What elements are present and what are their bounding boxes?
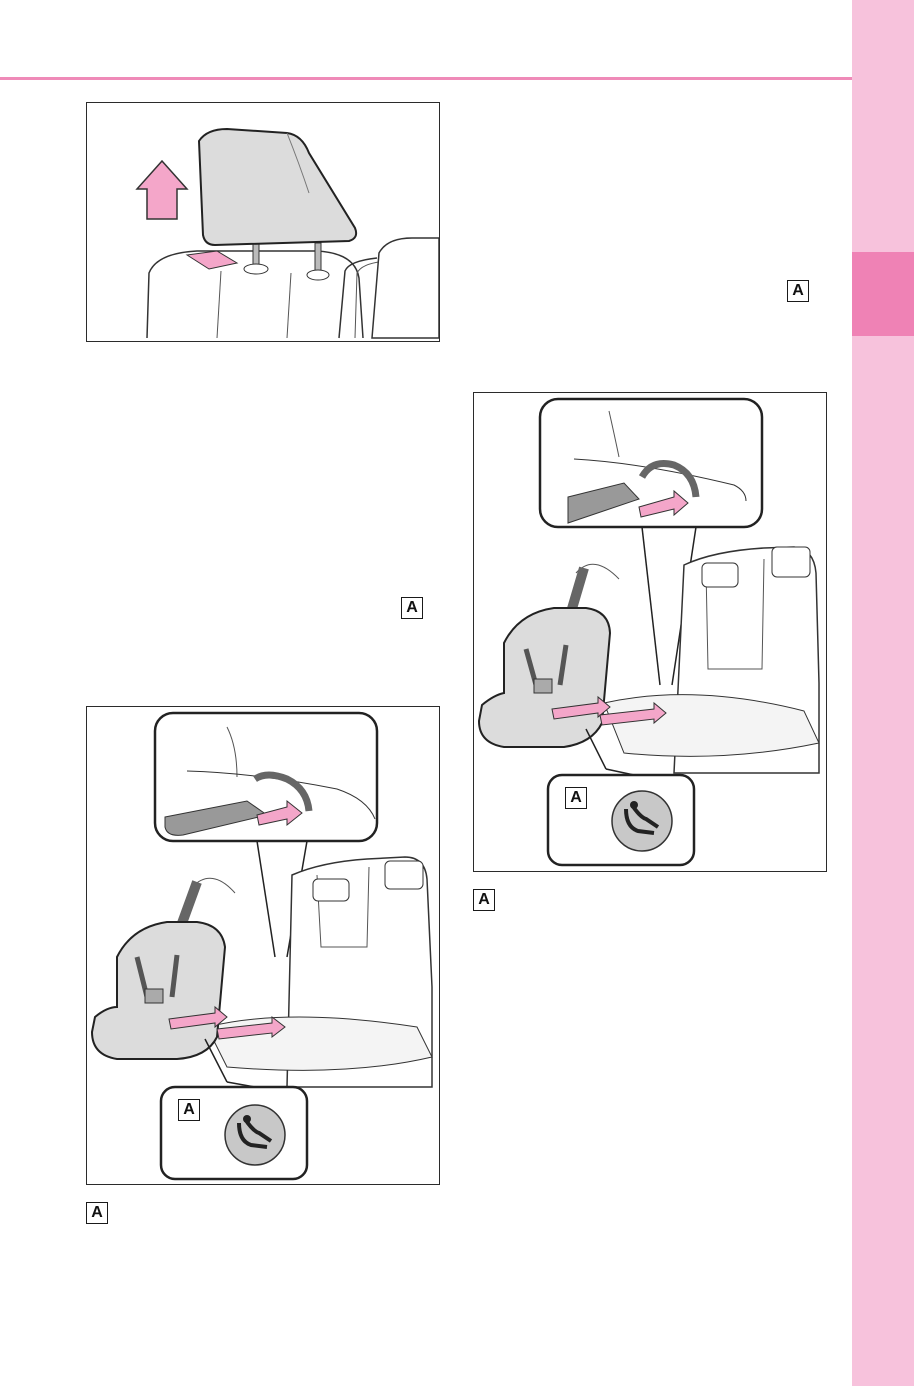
child-seat-isofix-illustration — [87, 707, 439, 1184]
figure-isofix-left: A — [86, 706, 440, 1185]
side-tab-strip — [852, 0, 914, 1386]
figure-isofix-right: A — [473, 392, 827, 872]
child-seat-isofix-illustration — [474, 393, 826, 871]
marker-a-legend-1: A — [86, 1202, 108, 1224]
figure-headrest-removal — [86, 102, 440, 342]
marker-a-figure3-callout: A — [565, 787, 587, 809]
side-tab-active-section[interactable] — [852, 252, 914, 336]
marker-a-text-ref-1: A — [401, 597, 423, 619]
header-rule — [0, 77, 852, 80]
headrest-removal-illustration — [87, 103, 439, 341]
marker-a-legend-2: A — [473, 889, 495, 911]
marker-a-figure2-callout: A — [178, 1099, 200, 1121]
marker-a-text-ref-2: A — [787, 280, 809, 302]
